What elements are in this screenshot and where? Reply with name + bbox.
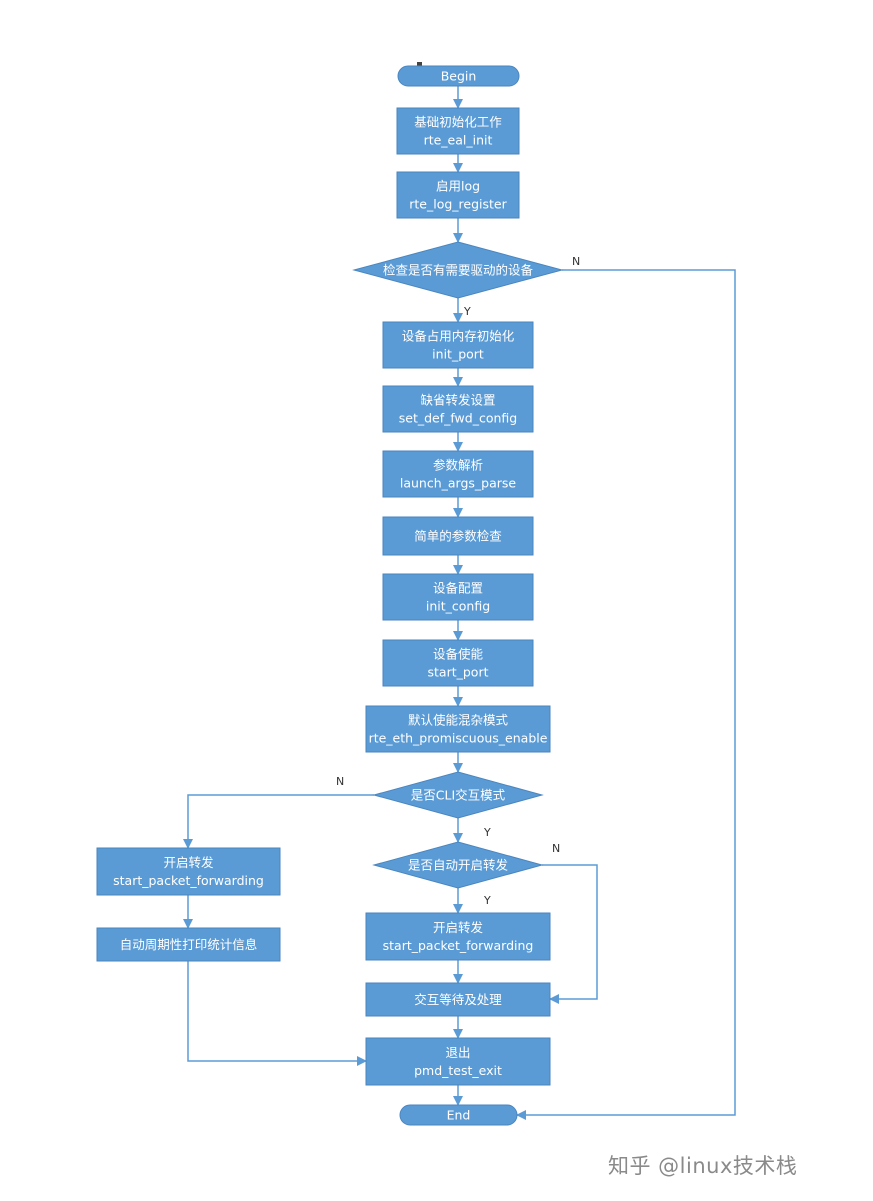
node-startp-label-1: start_port: [428, 665, 489, 680]
node-promisc: 默认使能混杂模式 rte_eth_promiscuous_enable: [365, 705, 551, 753]
node-initp-shape: [382, 321, 534, 369]
node-config-label-1: init_config: [426, 599, 490, 614]
node-end-shape: [399, 1104, 518, 1126]
node-cli-label-0: 是否CLI交互模式: [411, 788, 506, 803]
stray-marker: [417, 62, 422, 67]
edge-label-check-no: N: [572, 255, 580, 268]
node-fwdL-shape: [96, 847, 281, 896]
edge-label-auto-no: N: [552, 842, 560, 855]
node-end: End: [399, 1104, 518, 1126]
node-config-shape: [382, 573, 534, 621]
node-log-label-1: rte_log_register: [409, 197, 507, 212]
node-check-shape: [352, 241, 564, 299]
edge-cli-no-fwdL: [183, 794, 374, 849]
node-args-label-1: launch_args_parse: [400, 476, 517, 491]
edge-auto-no-wait: [542, 864, 598, 1004]
node-simple: 简单的参数检查: [382, 516, 534, 556]
node-log-shape: [396, 171, 520, 219]
edge-label-cli-yes: Y: [483, 826, 491, 839]
node-begin-shape: [397, 65, 520, 87]
node-stats: 自动周期性打印统计信息: [96, 927, 281, 962]
node-check-label-0: 检查是否有需要驱动的设备: [383, 263, 534, 278]
node-exit-label-0: 退出: [445, 1045, 470, 1060]
node-config: 设备配置 init_config: [382, 573, 534, 621]
node-exit-label-1: pmd_test_exit: [414, 1063, 502, 1078]
edge-check-no-end: [516, 269, 736, 1120]
node-initp: 设备占用内存初始化 init_port: [382, 321, 534, 369]
node-initp-label-1: init_port: [432, 347, 484, 362]
node-startp-shape: [382, 639, 534, 687]
node-begin-label-0: Begin: [441, 69, 477, 84]
edge-stats-exit: [187, 961, 367, 1066]
node-stats-shape: [96, 927, 281, 962]
node-cli: 是否CLI交互模式: [372, 771, 544, 819]
node-wait-label-0: 交互等待及处理: [414, 992, 502, 1007]
node-eal-shape: [396, 107, 520, 155]
node-simple-label-0: 简单的参数检查: [414, 529, 502, 544]
node-fwdL: 开启转发 start_packet_forwarding: [96, 847, 281, 896]
node-fwdR-label-0: 开启转发: [433, 920, 484, 935]
node-startp: 设备使能 start_port: [382, 639, 534, 687]
node-initp-label-0: 设备占用内存初始化: [402, 329, 515, 344]
node-wait: 交互等待及处理: [365, 982, 551, 1017]
node-log-label-0: 启用log: [436, 179, 480, 194]
node-auto-label-0: 是否自动开启转发: [408, 858, 509, 873]
edge-label-cli-no: N: [336, 775, 344, 788]
node-startp-label-0: 设备使能: [433, 647, 484, 662]
node-deffwd-label-0: 缺省转发设置: [420, 393, 495, 408]
node-config-label-0: 设备配置: [433, 581, 483, 596]
node-end-label-0: End: [447, 1108, 471, 1123]
node-args-shape: [382, 450, 534, 498]
edge-label-check-yes: Y: [463, 305, 471, 318]
node-auto: 是否自动开启转发: [372, 841, 544, 889]
node-simple-shape: [382, 516, 534, 556]
node-eal: 基础初始化工作 rte_eal_init: [396, 107, 520, 155]
watermark: 知乎 @linux技术栈: [608, 1154, 798, 1178]
node-exit: 退出 pmd_test_exit: [365, 1037, 551, 1086]
node-deffwd-label-1: set_def_fwd_config: [399, 411, 517, 426]
node-fwdR: 开启转发 start_packet_forwarding: [365, 912, 551, 961]
node-cli-shape: [372, 771, 544, 819]
node-fwdL-label-1: start_packet_forwarding: [113, 873, 264, 888]
node-exit-shape: [365, 1037, 551, 1086]
node-eal-label-1: rte_eal_init: [424, 133, 493, 148]
node-fwdL-label-0: 开启转发: [163, 855, 214, 870]
node-promisc-label-1: rte_eth_promiscuous_enable: [369, 731, 548, 746]
node-promisc-label-0: 默认使能混杂模式: [408, 713, 509, 728]
node-check: 检查是否有需要驱动的设备: [352, 241, 564, 299]
node-auto-shape: [372, 841, 544, 889]
edge-label-auto-yes: Y: [483, 894, 491, 907]
node-deffwd: 缺省转发设置 set_def_fwd_config: [382, 385, 534, 433]
node-args: 参数解析 launch_args_parse: [382, 450, 534, 498]
node-wait-shape: [365, 982, 551, 1017]
node-deffwd-shape: [382, 385, 534, 433]
node-args-label-0: 参数解析: [433, 458, 483, 473]
node-fwdR-label-1: start_packet_forwarding: [383, 938, 534, 953]
node-log: 启用log rte_log_register: [396, 171, 520, 219]
node-fwdR-shape: [365, 912, 551, 961]
node-stats-label-0: 自动周期性打印统计信息: [120, 937, 258, 952]
node-promisc-shape: [365, 705, 551, 753]
node-eal-label-0: 基础初始化工作: [414, 115, 502, 130]
node-begin: Begin: [397, 65, 520, 87]
